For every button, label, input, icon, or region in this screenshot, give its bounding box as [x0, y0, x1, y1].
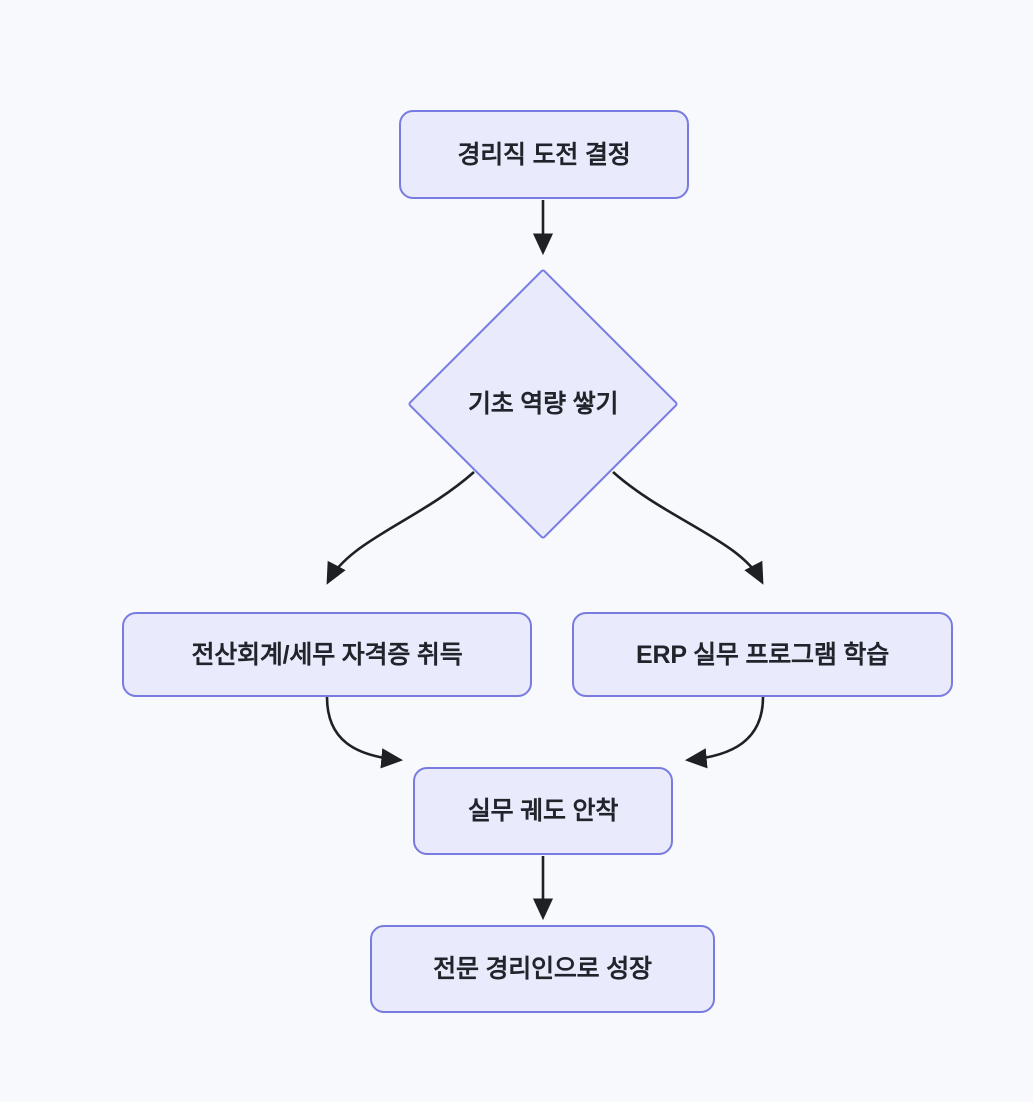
edge-cert-to-settle — [325, 696, 404, 769]
node-growth-label: 전문 경리인으로 성장 — [433, 955, 652, 983]
node-settle-label: 실무 궤도 안착 — [467, 797, 619, 825]
node-erp-training[interactable]: ERP 실무 프로그램 학습 — [572, 612, 953, 697]
node-certification-label: 전산회계/세무 자격증 취득 — [191, 640, 463, 669]
edge-decision-to-cert — [326, 471, 475, 585]
node-erp-training-label: ERP 실무 프로그램 학습 — [636, 640, 889, 669]
node-settle[interactable]: 실무 궤도 안착 — [413, 767, 673, 855]
edge-erp-to-settle — [684, 696, 765, 769]
node-growth[interactable]: 전문 경리인으로 성장 — [370, 925, 715, 1013]
node-start[interactable]: 경리직 도전 결정 — [399, 110, 689, 199]
node-decision-label: 기초 역량 쌓기 — [467, 389, 619, 418]
node-start-label: 경리직 도전 결정 — [457, 140, 631, 169]
edge-decision-to-erp — [612, 471, 764, 585]
node-certification[interactable]: 전산회계/세무 자격증 취득 — [122, 612, 532, 697]
